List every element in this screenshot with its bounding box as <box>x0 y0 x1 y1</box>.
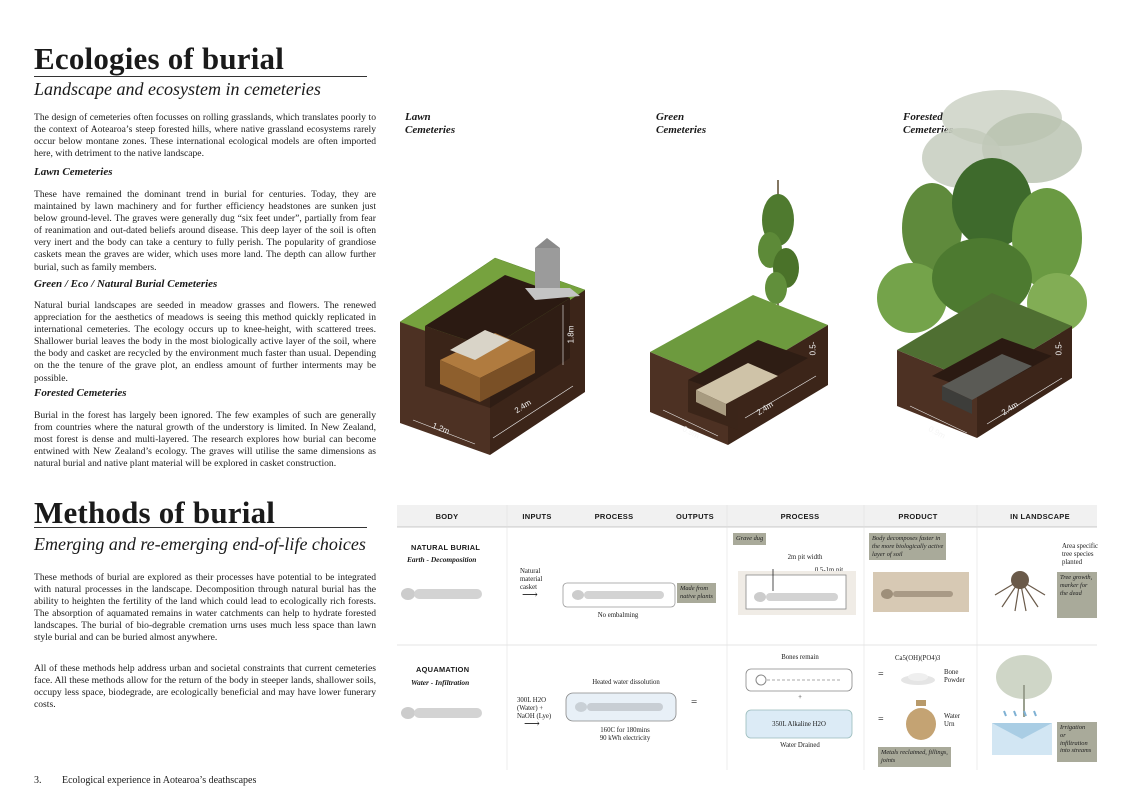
aquamation-body-figure <box>401 707 482 719</box>
aquamation-equals-2: = <box>878 669 884 680</box>
methods-diagram-grid <box>397 505 1097 770</box>
natural-pit-figure <box>738 569 856 615</box>
natural-body-figure <box>401 588 482 600</box>
aquamation-input-text: 300L H2O (Water) + NaOH (Lye) <box>517 697 552 720</box>
natural-process-note: No embalming <box>597 612 639 619</box>
natural-input-text: Natural material casket <box>520 568 543 591</box>
aquamation-arrow-icon: ⟶ <box>524 718 540 730</box>
water-urn-label: Water Urn <box>944 713 961 728</box>
ecologies-intro: The design of cemeteries often focusses … <box>34 112 376 160</box>
aquamation-process-label: Heated water dissolution <box>592 679 660 686</box>
aquamation-equals-3: = <box>878 714 884 725</box>
aquamation-chamber-figure <box>565 692 677 722</box>
section-heading-forested: Forested Cemeteries <box>34 387 127 399</box>
section-heading-lawn: Lawn Cemeteries <box>34 166 113 178</box>
alkaline-label: 350L Alkaline H2O <box>772 721 826 728</box>
bone-powder-label: Bone Powder <box>944 669 965 684</box>
ecologies-subtitle: Landscape and ecosystem in cemeteries <box>34 79 321 99</box>
title-rule <box>34 76 367 77</box>
aquamation-title: AQUAMATION <box>416 665 470 674</box>
green-cemetery-block <box>650 180 828 445</box>
bones-figure <box>745 668 853 692</box>
methods-title: Methods of burial <box>34 495 276 530</box>
header-body: BODY <box>435 512 459 521</box>
aquamation-subtitle: Water - Infiltration <box>411 678 470 687</box>
header-product: PRODUCT <box>898 512 938 521</box>
formula-label: Ca5(OH)(PO4)3 <box>895 655 941 662</box>
natural-output-tag: Made from native plants <box>677 583 716 603</box>
section-body-lawn: These have remained the dominant trend i… <box>34 189 376 273</box>
section-body-green: Natural burial landscapes are seeded in … <box>34 300 376 384</box>
natural-roots-icon <box>994 571 1046 612</box>
aquamation-process-note: 160C for 180mins 90 kWh electricity <box>599 727 651 742</box>
natural-arrow-icon: ⟶ <box>522 589 538 601</box>
header-in-landscape: IN LANDSCAPE <box>1010 512 1070 521</box>
section-body-forested: Burial in the forest has largely been ig… <box>34 410 376 470</box>
landscape-irrigation-tag: Irrigation or infiltration into streams <box>1057 722 1097 762</box>
landscape-species-text: Area specific tree species planted <box>1062 543 1099 566</box>
panel-label-lawn: Lawn Cemeteries <box>405 111 456 136</box>
irrigation-tree-figure <box>992 655 1052 755</box>
natural-product-figure <box>873 572 969 612</box>
methods-paragraph-2: All of these methods help address urban … <box>34 663 376 711</box>
lawn-cemetery-block <box>399 238 586 455</box>
alkaline-water-figure <box>745 709 853 739</box>
lawn-depth-label: 1.8m <box>566 325 576 344</box>
header-process: PROCESS <box>594 512 634 521</box>
water-drained-label: Water Drained <box>780 742 820 749</box>
section-heading-green: Green / Eco / Natural Burial Cemeteries <box>34 278 218 290</box>
methods-subtitle: Emerging and re-emerging end-of-life cho… <box>34 534 366 554</box>
grave-dug-tag: Grave dug <box>733 533 767 545</box>
aquamation-equals-1: = <box>691 696 698 708</box>
product-decompose-tag: Body decomposes faster in the more biolo… <box>869 533 947 561</box>
forested-cemetery-block <box>877 90 1087 438</box>
header-inputs: INPUTS <box>522 512 552 521</box>
ecologies-title: Ecologies of burial <box>34 41 285 76</box>
header-outputs: OUTPUTS <box>676 512 714 521</box>
natural-casket-figure <box>562 582 676 608</box>
bones-remain-label: Bones remain <box>781 654 819 661</box>
methods-paragraph-1: These methods of burial are explored as … <box>34 572 376 644</box>
page-number: 3. <box>34 775 42 786</box>
footer-text: Ecological experience in Aotearoa’s deat… <box>62 775 257 786</box>
forested-depth-label: 0.5- <box>1054 341 1064 356</box>
header-process-2: PROCESS <box>780 512 820 521</box>
methods-rule <box>34 527 367 528</box>
metals-tag: Metals reclaimed, fillings, joints <box>878 747 951 767</box>
water-urn-figure <box>906 700 936 740</box>
natural-burial-subtitle: Earth - Decomposition <box>407 555 477 564</box>
natural-burial-title: NATURAL BURIAL <box>411 543 481 552</box>
pit-width-label: 2m pit width <box>787 554 823 561</box>
aquamation-plus: + <box>798 694 802 701</box>
bone-powder-figure <box>901 673 935 685</box>
panel-label-green: Green Cemeteries <box>656 111 707 136</box>
landscape-tree-tag: Tree growth, marker for the dead <box>1057 572 1097 618</box>
green-depth-label: 0.5- <box>808 341 818 356</box>
